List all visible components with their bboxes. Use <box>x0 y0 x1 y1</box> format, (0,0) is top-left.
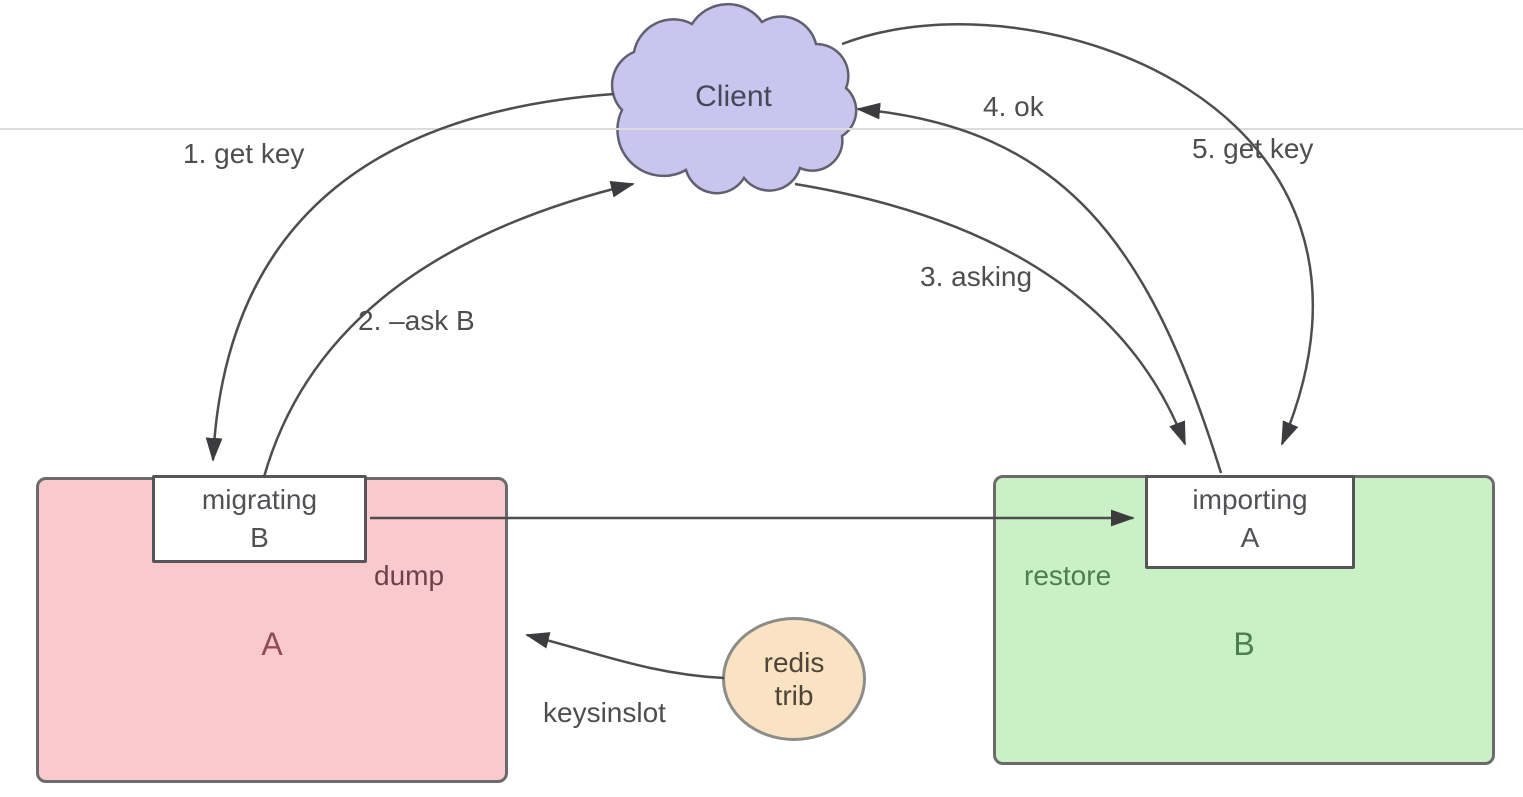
arrow-4-ok <box>856 102 1223 474</box>
migrating-slot-tag: migrating B <box>152 475 367 563</box>
arrow-5-get-key <box>841 23 1315 446</box>
migrating-slot-line1: migrating <box>201 484 318 515</box>
arrow-3-asking <box>794 182 1187 446</box>
migrating-slot-line2: B <box>250 522 269 553</box>
importing-slot-line2: A <box>1240 522 1260 553</box>
node-b-title: B <box>1233 626 1255 662</box>
arrow-keysinslot <box>525 632 725 680</box>
redis-trib-line1: redis <box>763 647 825 678</box>
node-b-box: B <box>993 475 1495 765</box>
redis-trib-circle: redis trib <box>722 617 866 741</box>
step5-label: 5. get key <box>1192 133 1314 164</box>
step3-label: 3. asking <box>920 261 1033 292</box>
restore-command-label: restore <box>1024 560 1112 591</box>
step2-label: 2. –ask B <box>358 305 475 336</box>
step1-label: 1. get key <box>183 138 305 169</box>
dump-command-label: dump <box>374 560 445 591</box>
node-a-title: A <box>261 626 283 662</box>
redis-trib-line2: trib <box>774 680 814 711</box>
client-cloud-label: Client <box>695 80 772 113</box>
step4-label: 4. ok <box>983 91 1044 122</box>
keysinslot-command-label: keysinslot <box>543 697 666 728</box>
importing-slot-line1: importing <box>1192 484 1308 515</box>
importing-slot-tag: importing A <box>1145 475 1355 569</box>
